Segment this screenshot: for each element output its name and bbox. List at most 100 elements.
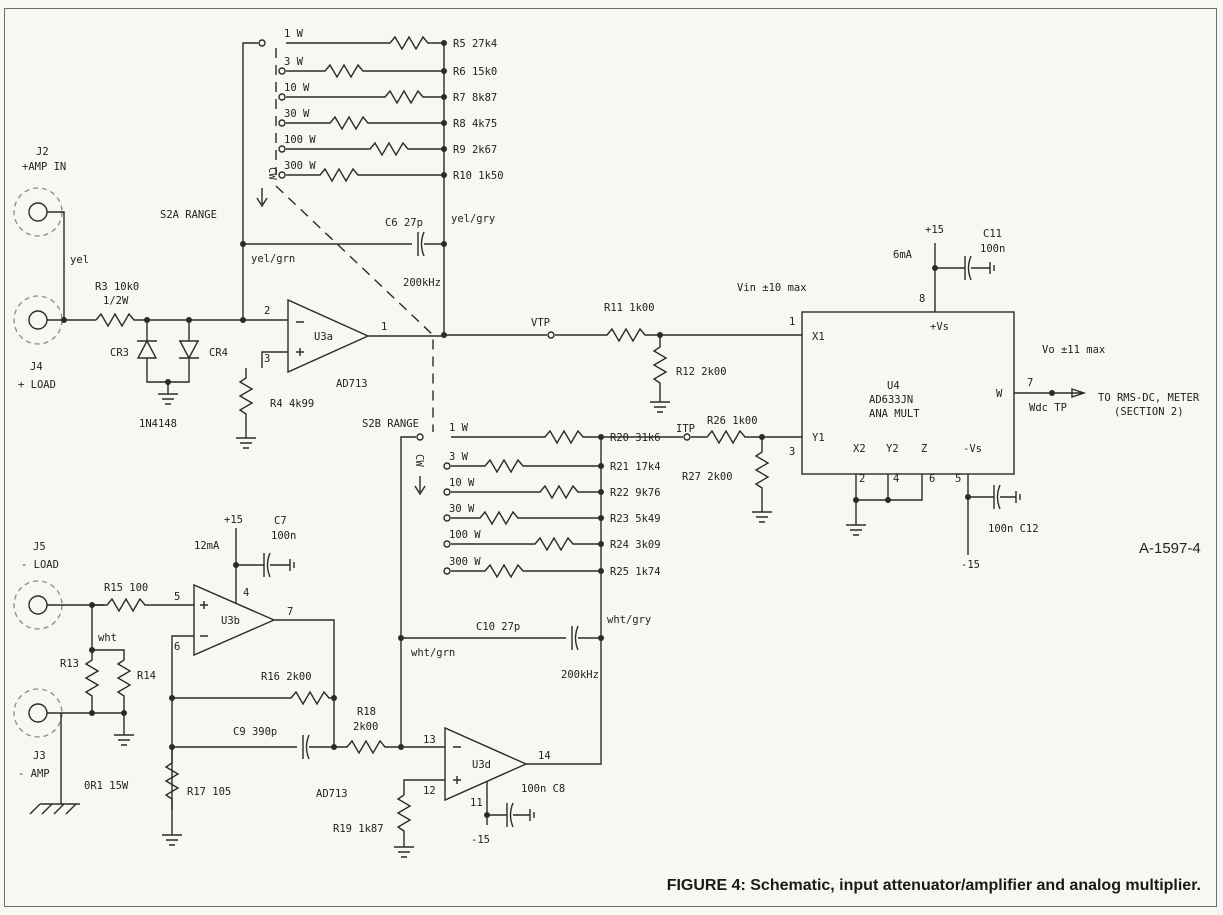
opamp-u3a: U3a 2 3 1 AD713 xyxy=(243,298,447,390)
wire-label-yel-grn: yel/grn xyxy=(251,253,295,265)
range-a-row: 1 WR5 27k4 xyxy=(284,28,497,51)
vtp-test-point: VTP xyxy=(444,317,555,339)
range-a-row: 3 W R6 15k0 xyxy=(278,56,497,79)
range-a-row: 10 WR7 8k87 xyxy=(278,82,497,105)
svg-text:12mA: 12mA xyxy=(194,540,220,552)
svg-text:14: 14 xyxy=(538,750,551,762)
svg-text:C7: C7 xyxy=(274,515,287,527)
range-b-resistor-label: R24 3k09 xyxy=(610,539,661,551)
opamp-u3d: U3d 13 12 11 14 xyxy=(403,726,551,809)
svg-text:J2: J2 xyxy=(36,146,49,158)
multiplier-u4: U4 AD633JN ANA MULT X1 Y1 X2 Y2 Z -Vs +V… xyxy=(789,293,1033,485)
ad713-label-b: AD713 xyxy=(316,788,348,800)
svg-text:100n: 100n xyxy=(271,530,296,542)
u3d-supply: 100n C8 -15 xyxy=(471,782,565,846)
range-a-position-label: 100 W xyxy=(284,134,316,146)
range-a-row: 30 W R8 4k75 xyxy=(278,108,497,131)
range-a-resistor xyxy=(286,89,444,105)
svg-text:R13: R13 xyxy=(60,658,79,670)
range-b-resistor-label: R22 9k76 xyxy=(610,487,661,499)
svg-text:C11: C11 xyxy=(983,228,1002,240)
chassis-ground xyxy=(29,713,80,815)
svg-text:7: 7 xyxy=(1027,377,1033,389)
svg-text:-15: -15 xyxy=(471,834,490,846)
s2a-wiper-arrow: CW xyxy=(256,48,278,208)
svg-text:R26 1k00: R26 1k00 xyxy=(707,415,758,427)
svg-text:(SECTION 2): (SECTION 2) xyxy=(1114,406,1184,418)
range-a-position-label: 10 W xyxy=(284,82,310,94)
range-b-switch-contact xyxy=(443,540,451,548)
range-b-resistor-label: R20 31k6 xyxy=(610,432,661,444)
svg-text:R12 2k00: R12 2k00 xyxy=(676,366,727,378)
svg-text:J3: J3 xyxy=(33,750,46,762)
range-b-resistor xyxy=(451,536,601,552)
range-a-resistor xyxy=(286,167,444,183)
svg-text:2: 2 xyxy=(859,473,865,485)
svg-text:1: 1 xyxy=(789,316,795,328)
range-a-resistor-label: R10 1k50 xyxy=(453,170,504,182)
figure-caption: FIGURE 4: Schematic, input attenuator/am… xyxy=(667,877,1201,894)
svg-text:X1: X1 xyxy=(812,331,825,343)
wire-label-yel: yel xyxy=(70,254,89,266)
svg-text:C10 27p: C10 27p xyxy=(476,621,520,633)
svg-text:U3a: U3a xyxy=(314,331,333,343)
connector-j5: J5 - LOAD xyxy=(13,541,63,630)
wire-label-yel-gry: yel/gry xyxy=(451,213,495,225)
range-b-resistor-label: R25 1k74 xyxy=(610,566,661,578)
range-b-resistor xyxy=(451,510,601,526)
range-a-resistor-label: R8 4k75 xyxy=(453,118,497,130)
svg-text:J4: J4 xyxy=(30,361,43,373)
svg-text:5: 5 xyxy=(955,473,961,485)
resistor-r12: R12 2k00 xyxy=(650,335,727,413)
range-a-resistor-label: R6 15k0 xyxy=(453,66,497,78)
svg-text:+AMP IN: +AMP IN xyxy=(22,161,66,173)
u4-ground-pins xyxy=(846,474,923,536)
svg-text:ANA MULT: ANA MULT xyxy=(869,408,920,420)
svg-text:R4 4k99: R4 4k99 xyxy=(270,398,314,410)
svg-text:U3d: U3d xyxy=(472,759,491,771)
resistor-r18: R18 2k00 xyxy=(331,706,445,755)
range-b-resistor xyxy=(451,458,601,474)
svg-text:C6 27p: C6 27p xyxy=(385,217,423,229)
range-b-bus xyxy=(526,437,602,765)
range-b-position-label: 10 W xyxy=(449,477,475,489)
range-b-position-label: 3 W xyxy=(449,451,469,463)
range-b-position-label: 30 W xyxy=(449,503,475,515)
svg-text:VTP: VTP xyxy=(531,317,550,329)
range-b-switch-contact xyxy=(443,462,451,470)
resistor-r16: R16 2k00 xyxy=(169,671,337,706)
svg-text:R3 10k0: R3 10k0 xyxy=(95,281,139,293)
svg-text:wht: wht xyxy=(98,632,117,644)
svg-text:2k00: 2k00 xyxy=(353,721,378,733)
range-a-position-label: 30 W xyxy=(284,108,310,120)
svg-text:W: W xyxy=(996,388,1003,400)
vin-range: Vin ±10 max xyxy=(737,282,807,294)
range-a-position-label: 3 W xyxy=(284,56,304,68)
connector-j2: J2 +AMP IN xyxy=(13,146,66,237)
capacitor-c6: C6 27p 200kHz xyxy=(240,217,447,289)
svg-text:R19 1k87: R19 1k87 xyxy=(333,823,384,835)
range-a-resistor xyxy=(286,63,444,79)
s2b-input-wire xyxy=(400,436,416,747)
svg-text:AD633JN: AD633JN xyxy=(869,394,913,406)
svg-text:X2: X2 xyxy=(853,443,866,455)
resistor-r4: R4 4k99 xyxy=(236,368,314,449)
resistor-r19: R19 1k87 xyxy=(333,794,414,858)
svg-text:R18: R18 xyxy=(357,706,376,718)
diodes-cr3-cr4: CR3 CR4 1N4148 xyxy=(110,317,228,430)
svg-text:2: 2 xyxy=(264,305,270,317)
u4-supply: +15 6mA C11 100n xyxy=(893,224,1005,312)
svg-text:- AMP: - AMP xyxy=(18,768,50,780)
svg-text:3: 3 xyxy=(789,446,795,458)
svg-text:8: 8 xyxy=(919,293,925,305)
svg-text:200kHz: 200kHz xyxy=(403,277,441,289)
capacitor-c10: C10 27p 200kHz xyxy=(398,621,604,681)
range-a-switch-contact xyxy=(278,93,286,101)
s2b-wiper xyxy=(416,433,424,441)
resistor-r11: R11 1k00 xyxy=(555,302,802,343)
